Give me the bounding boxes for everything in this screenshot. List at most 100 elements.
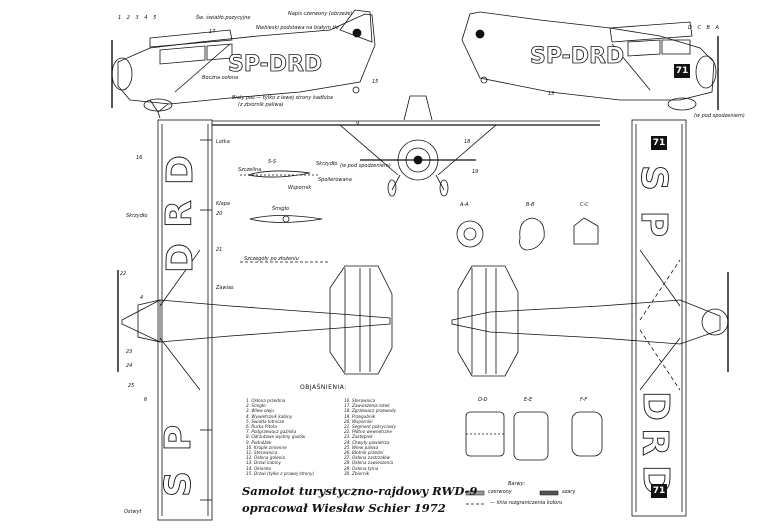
- label-smiglo: Śmigło: [272, 206, 290, 212]
- front-wheel-right: [439, 179, 449, 197]
- label-right-numbers: D C B A: [688, 25, 721, 31]
- bottom-right-tailplane: [457, 265, 519, 377]
- label-num-9: 9: [356, 121, 360, 127]
- front-cabin: [403, 95, 433, 121]
- sections-top: [456, 217, 599, 251]
- label-swiatla: Św. światło pozycyjne: [196, 15, 251, 21]
- side-left-tailwheel: [352, 86, 360, 94]
- bottom-right-wing: [631, 119, 687, 517]
- bottom-right-cowl: [701, 308, 729, 336]
- legend-entry: 30. Zbiornik: [344, 470, 370, 476]
- legend-entry: 23. Zastępnik: [344, 434, 373, 440]
- legend-entry: 24. Chwyty powietrza: [344, 439, 390, 445]
- label-num-19: 19: [472, 169, 479, 175]
- legend-entry: 8. Odrzutowe wydmy gazów: [246, 434, 306, 440]
- legend-entry: 28. Osłona zawieszenia: [344, 460, 394, 466]
- label-num-17: 17: [209, 29, 216, 35]
- left-wing-letter-p: P: [158, 424, 200, 452]
- label-niebieski: Niebieski podstawa na białym tle: [256, 25, 339, 31]
- label-section-aa: A-A: [460, 202, 469, 208]
- front-view: [212, 95, 600, 197]
- legend-entry: 25. Wlew paliwa: [344, 444, 379, 450]
- left-wing-letter-s: S: [157, 471, 200, 498]
- label-num-18: 18: [464, 139, 471, 145]
- legend-entry: 14. Okienko: [246, 465, 272, 471]
- label-napis: Napis czerwony (obrzeże): [288, 11, 353, 17]
- race-number-wing-top: 71: [651, 136, 667, 150]
- label-num-25: 25: [128, 383, 135, 389]
- label-zbiornik: (z zbiornik paliwa): [238, 102, 284, 108]
- section-cc-shape: [573, 217, 599, 245]
- left-wing-letter-r: R: [158, 200, 200, 229]
- legend-grey-swatch: [539, 490, 559, 496]
- race-number-side-right: 71: [674, 64, 690, 78]
- side-view-right: [461, 11, 719, 111]
- left-wing-letter-d1: D: [159, 243, 201, 274]
- legend-entry: 13. Drzwi kabiny: [246, 460, 281, 466]
- label-szczegoly: Szczegóły po złożeniu: [244, 256, 299, 262]
- label-section-bb: B-B: [526, 202, 535, 208]
- front-gear: [391, 174, 445, 191]
- side-right-strut: [611, 43, 651, 91]
- section-ff-shape: [571, 411, 603, 457]
- label-num-6: 6: [144, 397, 148, 403]
- top-left-tailplane: [329, 265, 393, 375]
- side-right-wing: [609, 21, 693, 43]
- front-struts: [339, 124, 497, 176]
- legend-title: OBJAŚNIENIA:: [300, 384, 347, 391]
- label-num-23: 23: [126, 349, 133, 355]
- label-szczelina: Szczelina: [238, 167, 262, 173]
- front-wheel-left: [387, 179, 397, 197]
- side-right-insignia: [475, 29, 485, 39]
- side-right-cowl: [695, 55, 717, 89]
- drawing-author: opracował Wiesław Schier 1972: [242, 501, 446, 515]
- legend-entry: 20. Wsporniki: [344, 418, 373, 424]
- propeller-section: [249, 215, 323, 223]
- color-key-grey: szary: [562, 489, 576, 495]
- label-num-16: 16: [136, 155, 143, 161]
- section-aa-shape: [456, 220, 484, 248]
- label-section-ss: S-S: [268, 159, 277, 165]
- label-boczna: Boczna osłona: [202, 75, 239, 81]
- label-klapa: Klapa: [216, 201, 230, 207]
- side-view-left: [111, 9, 376, 119]
- bottom-view-right: [451, 119, 729, 517]
- legend-red-swatch: [465, 490, 485, 496]
- label-wspornik: Wspornik: [288, 185, 312, 191]
- label-section-ff: F-F: [580, 397, 588, 403]
- side-left-wheel: [143, 98, 173, 112]
- label-top-numbers: 1 2 3 4 5: [118, 15, 159, 21]
- side-right-windows: [627, 39, 691, 57]
- section-ee-shape: [513, 411, 549, 461]
- legend-entry: 5. Światła lotnicze: [246, 418, 285, 424]
- right-wing-letter-s: S: [632, 165, 675, 192]
- label-num-20: 20: [216, 211, 223, 217]
- side-left-fin: [339, 9, 373, 43]
- legend-entry: 29. Osłona tylna: [344, 465, 379, 471]
- label-skrzydlo: Skrzydło: [126, 213, 148, 219]
- legend-entry: 2. Śmigło: [246, 403, 266, 409]
- side-left-gear: [149, 99, 169, 119]
- label-spoilerowa: Spoilerowana: [318, 177, 352, 183]
- color-key-title: Barwy:: [508, 481, 526, 487]
- side-right-wheel: [667, 97, 697, 111]
- label-section-ee: E-E: [524, 397, 533, 403]
- color-key-red: czerwony: [488, 489, 512, 495]
- legend-entry: 11. Sterownica: [246, 450, 278, 456]
- color-key-boundary: — linia rozgraniczenia koloru: [490, 500, 563, 506]
- right-wing-letter-d1: D: [634, 391, 676, 422]
- side-left-registration: SP-DRD: [228, 52, 323, 77]
- label-lotka: Lotka: [216, 139, 230, 145]
- label-skrzydlo-n: Skrzydło: [316, 161, 338, 167]
- side-left-wing: [149, 29, 233, 48]
- sections-bottom: [465, 411, 603, 461]
- legend-entry: 15. Drzwi (tylko z prawej strony): [246, 470, 315, 476]
- legend-entry: 3. Wlew oleju: [246, 408, 275, 414]
- top-left-fuselage: [121, 299, 391, 343]
- label-section-cc: C-C: [580, 202, 589, 208]
- label-ostwyt: Ostwyt: [124, 509, 142, 515]
- legend-entry: 19. Przegubnik: [344, 413, 376, 419]
- legend-entry: 16. Sterownica: [344, 398, 376, 403]
